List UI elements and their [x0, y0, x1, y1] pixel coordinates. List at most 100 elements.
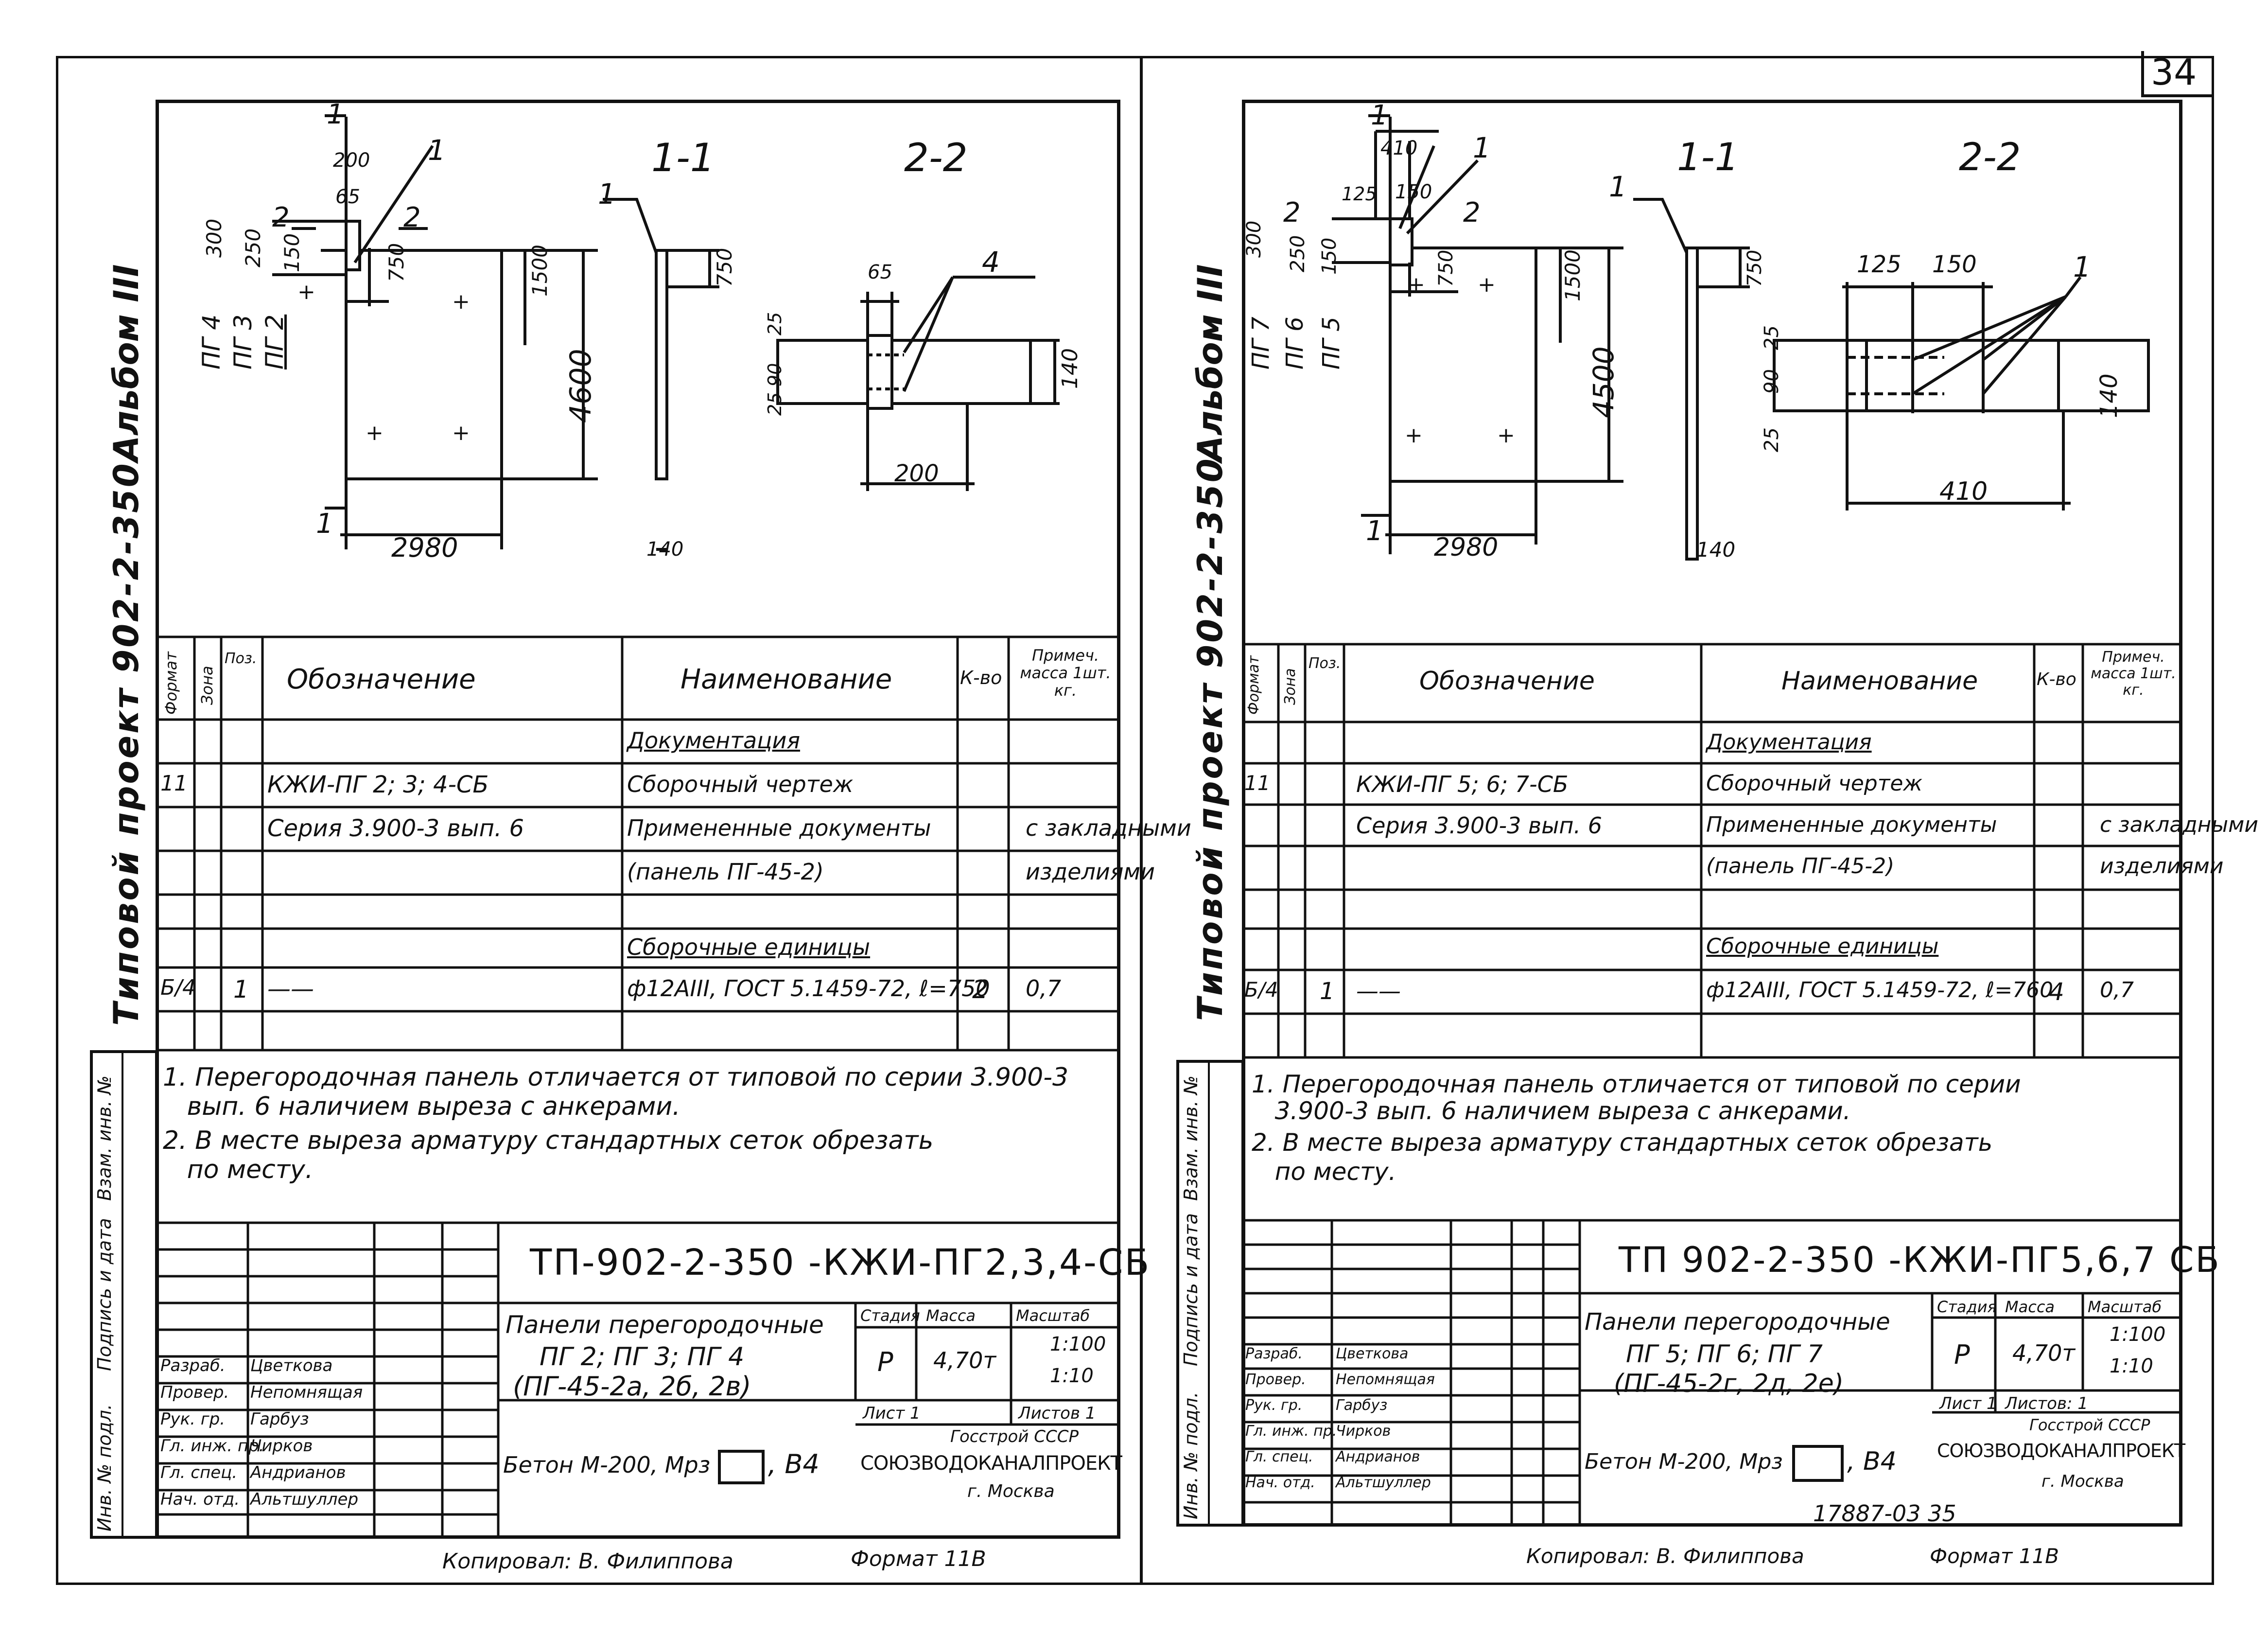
sheet2-dim: 250: [1287, 235, 1309, 272]
spec-cell-designation: ——: [267, 975, 314, 1003]
sheet2-concrete: Бетон М-200, Мрз: [1585, 1449, 1783, 1474]
sheet1-note: вып. 6 наличием выреза с анкерами.: [163, 1092, 680, 1121]
sheet1-concrete: Бетон М-200, Мрз: [503, 1452, 711, 1478]
sheet1-dim: 4600: [564, 349, 598, 423]
sheet1-cut-label: 1: [316, 508, 333, 540]
sheet2-dim: 125: [1342, 183, 1377, 205]
sheet2-dim: 125: [1857, 251, 1902, 278]
spec-cell-name: Примененные документы: [627, 815, 931, 841]
sheet1-spec-head-note: Примеч. масса 1шт. кг.: [1020, 646, 1111, 700]
page-outer-border: [56, 56, 2214, 1585]
sheet2-dim: 750: [1744, 249, 1766, 287]
sheet1-scale-value: 1:100: [1050, 1333, 1106, 1355]
sheet1-side-stamp-sign: Подпись и дата: [94, 1218, 115, 1371]
spec-cell-name: (панель ПГ-45-2): [627, 859, 824, 885]
sheet2-section-title: 2-2: [1959, 136, 2021, 179]
staff-role: Рук. гр.: [1245, 1397, 1303, 1414]
sheet1-dim: 200: [894, 460, 939, 487]
sheet1-side-stamp-frame: [90, 1050, 158, 1539]
staff-name: Андрианов: [250, 1463, 346, 1482]
sheet1-cut-label: 2: [272, 202, 290, 233]
sheet2-title-code: ТП 902-2-350 -КЖИ-ПГ5,6,7 СБ: [1619, 1239, 2221, 1280]
sheet2-spec-head-format: Формат: [1245, 655, 1262, 715]
sheet1-dim: 200: [333, 149, 370, 172]
spec-cell-name: Сборочные единицы: [627, 934, 871, 960]
sheet2-dim: 150: [1395, 181, 1432, 203]
sheet2-side-stamp-divider: [1208, 1060, 1210, 1527]
sheet2-dim: 25: [1761, 427, 1783, 452]
sheet2-dim: 300: [1243, 220, 1265, 258]
sheet1-stage-value: Р: [877, 1347, 893, 1377]
staff-name: Цветкова: [1336, 1345, 1409, 1362]
sheet2-mass-value: 4,70т: [2012, 1340, 2076, 1366]
sheet1-dim: 1500: [528, 245, 552, 297]
sheet2-title-name: Панели перегородочные: [1585, 1308, 1890, 1336]
sheet1-pos-label: ПГ 3: [229, 314, 257, 369]
spec-cell-pos: 1: [233, 975, 249, 1003]
sheet2-cut-label: 2: [1283, 197, 1301, 229]
spec-cell-note: 0,7: [2100, 978, 2134, 1003]
sheet2-cut-label: 1: [1371, 100, 1388, 131]
sheet2-dim: 90: [1761, 369, 1783, 394]
sheet1-dim: 25: [764, 312, 785, 335]
sheet2-cut-label: 2: [1463, 197, 1481, 229]
sheet1-dim: 300: [202, 218, 226, 258]
sheet2-scale-label: Масштаб: [2088, 1298, 2162, 1316]
sheet1-dim: 65: [868, 261, 892, 283]
spec-cell-format: 11: [160, 771, 188, 796]
spec-cell-format: Б/4: [1244, 978, 1278, 1002]
sheet2-stage-label: Стадия: [1937, 1298, 1997, 1316]
sheet1-project-label: Типовой проект 902-2-350: [106, 461, 146, 1026]
sheet2-spec-head-name: Наименование: [1781, 667, 1978, 696]
sheet1-title-name: Панели перегородочные: [506, 1311, 824, 1339]
sheet2-org: СОЮЗВОДОКАНАЛПРОЕКТ: [1937, 1440, 2185, 1461]
sheet1-format: Формат 11В: [851, 1547, 986, 1571]
spec-cell-designation: Серия 3.900-3 вып. 6: [1356, 812, 1602, 839]
sheet1-scale-value: 1:10: [1050, 1365, 1094, 1387]
staff-name: Чирков: [250, 1436, 313, 1456]
sheet2-spec-head-pos: Поз.: [1308, 655, 1341, 672]
spec-cell-name: ф12АIII, ГОСТ 5.1459-72, ℓ=750: [627, 975, 990, 1002]
sheet2-stage-value: Р: [1954, 1339, 1970, 1370]
spec-cell-qty: 4: [2049, 978, 2064, 1006]
sheet2-pos-label: ПГ 5: [1318, 317, 1345, 369]
sheet2-dim: 150: [1318, 237, 1341, 275]
staff-name: Чирков: [1336, 1423, 1391, 1440]
sheet1-frame: [156, 100, 1120, 1539]
sheet1-pos-label: ПГ 4: [197, 314, 226, 369]
sheet1-side-stamp-inv: Инв. № подл.: [94, 1404, 115, 1531]
sheet1-spec-head-designation: Обозначение: [287, 664, 476, 695]
sheet1-mass-value: 4,70т: [933, 1347, 996, 1373]
sheet1-sheets-total: Листов 1: [1018, 1404, 1096, 1423]
sheet1-org: СОЮЗВОДОКАНАЛПРОЕКТ: [860, 1452, 1122, 1475]
spec-cell-format: Б/4: [160, 975, 196, 1000]
sheet1-dim: 250: [241, 228, 265, 267]
sheet1-album-label: Альбом III: [106, 264, 146, 462]
staff-name: Гарбуз: [1336, 1397, 1388, 1414]
sheet1-dim: 65: [335, 186, 360, 208]
spec-cell-note: изделиями: [2100, 854, 2224, 879]
spec-cell-name: Документация: [1706, 730, 1872, 755]
sheet2-sheets-total: Листов: 1: [2005, 1394, 2088, 1413]
sheet2-dim: 2980: [1434, 533, 1499, 562]
sheet2-note: 2. В месте выреза арматуру стандартных с…: [1252, 1128, 1993, 1157]
sheet1-dim: 750: [713, 247, 736, 287]
page-number: 34: [2151, 52, 2197, 93]
spec-cell-name: Документация: [627, 727, 801, 754]
staff-role: Гл. инж. пр.: [160, 1436, 264, 1456]
sheet1-dim: 90: [764, 363, 785, 387]
sheet2-scale-value: 1:100: [2110, 1323, 2166, 1346]
sheet2-leader-label: 1: [1609, 170, 1627, 203]
sheet1-spec-head-name: Наименование: [680, 664, 892, 695]
sheet1-pos-label: ПГ 2: [261, 314, 289, 369]
sheet2-mass-label: Масса: [2005, 1298, 2055, 1316]
sheet1-spec-head-pos: Поз.: [225, 650, 257, 667]
sheet1-org: г. Москва: [967, 1481, 1055, 1501]
sheet2-copied: Копировал: В. Филиппова: [1526, 1544, 1804, 1568]
sheet2-pos-label: ПГ 6: [1281, 317, 1308, 369]
staff-role: Гл. инж. пр.: [1245, 1423, 1337, 1440]
sheet1-section-title: 2-2: [904, 135, 968, 180]
footer-code: 17887-03 35: [1813, 1500, 1956, 1527]
sheet2-note: 3.900-3 вып. 6 наличием выреза с анкерам…: [1252, 1097, 1851, 1125]
sheet1-title-code: ТП-902-2-350 -КЖИ-ПГ2,3,4-СБ: [530, 1242, 1151, 1284]
